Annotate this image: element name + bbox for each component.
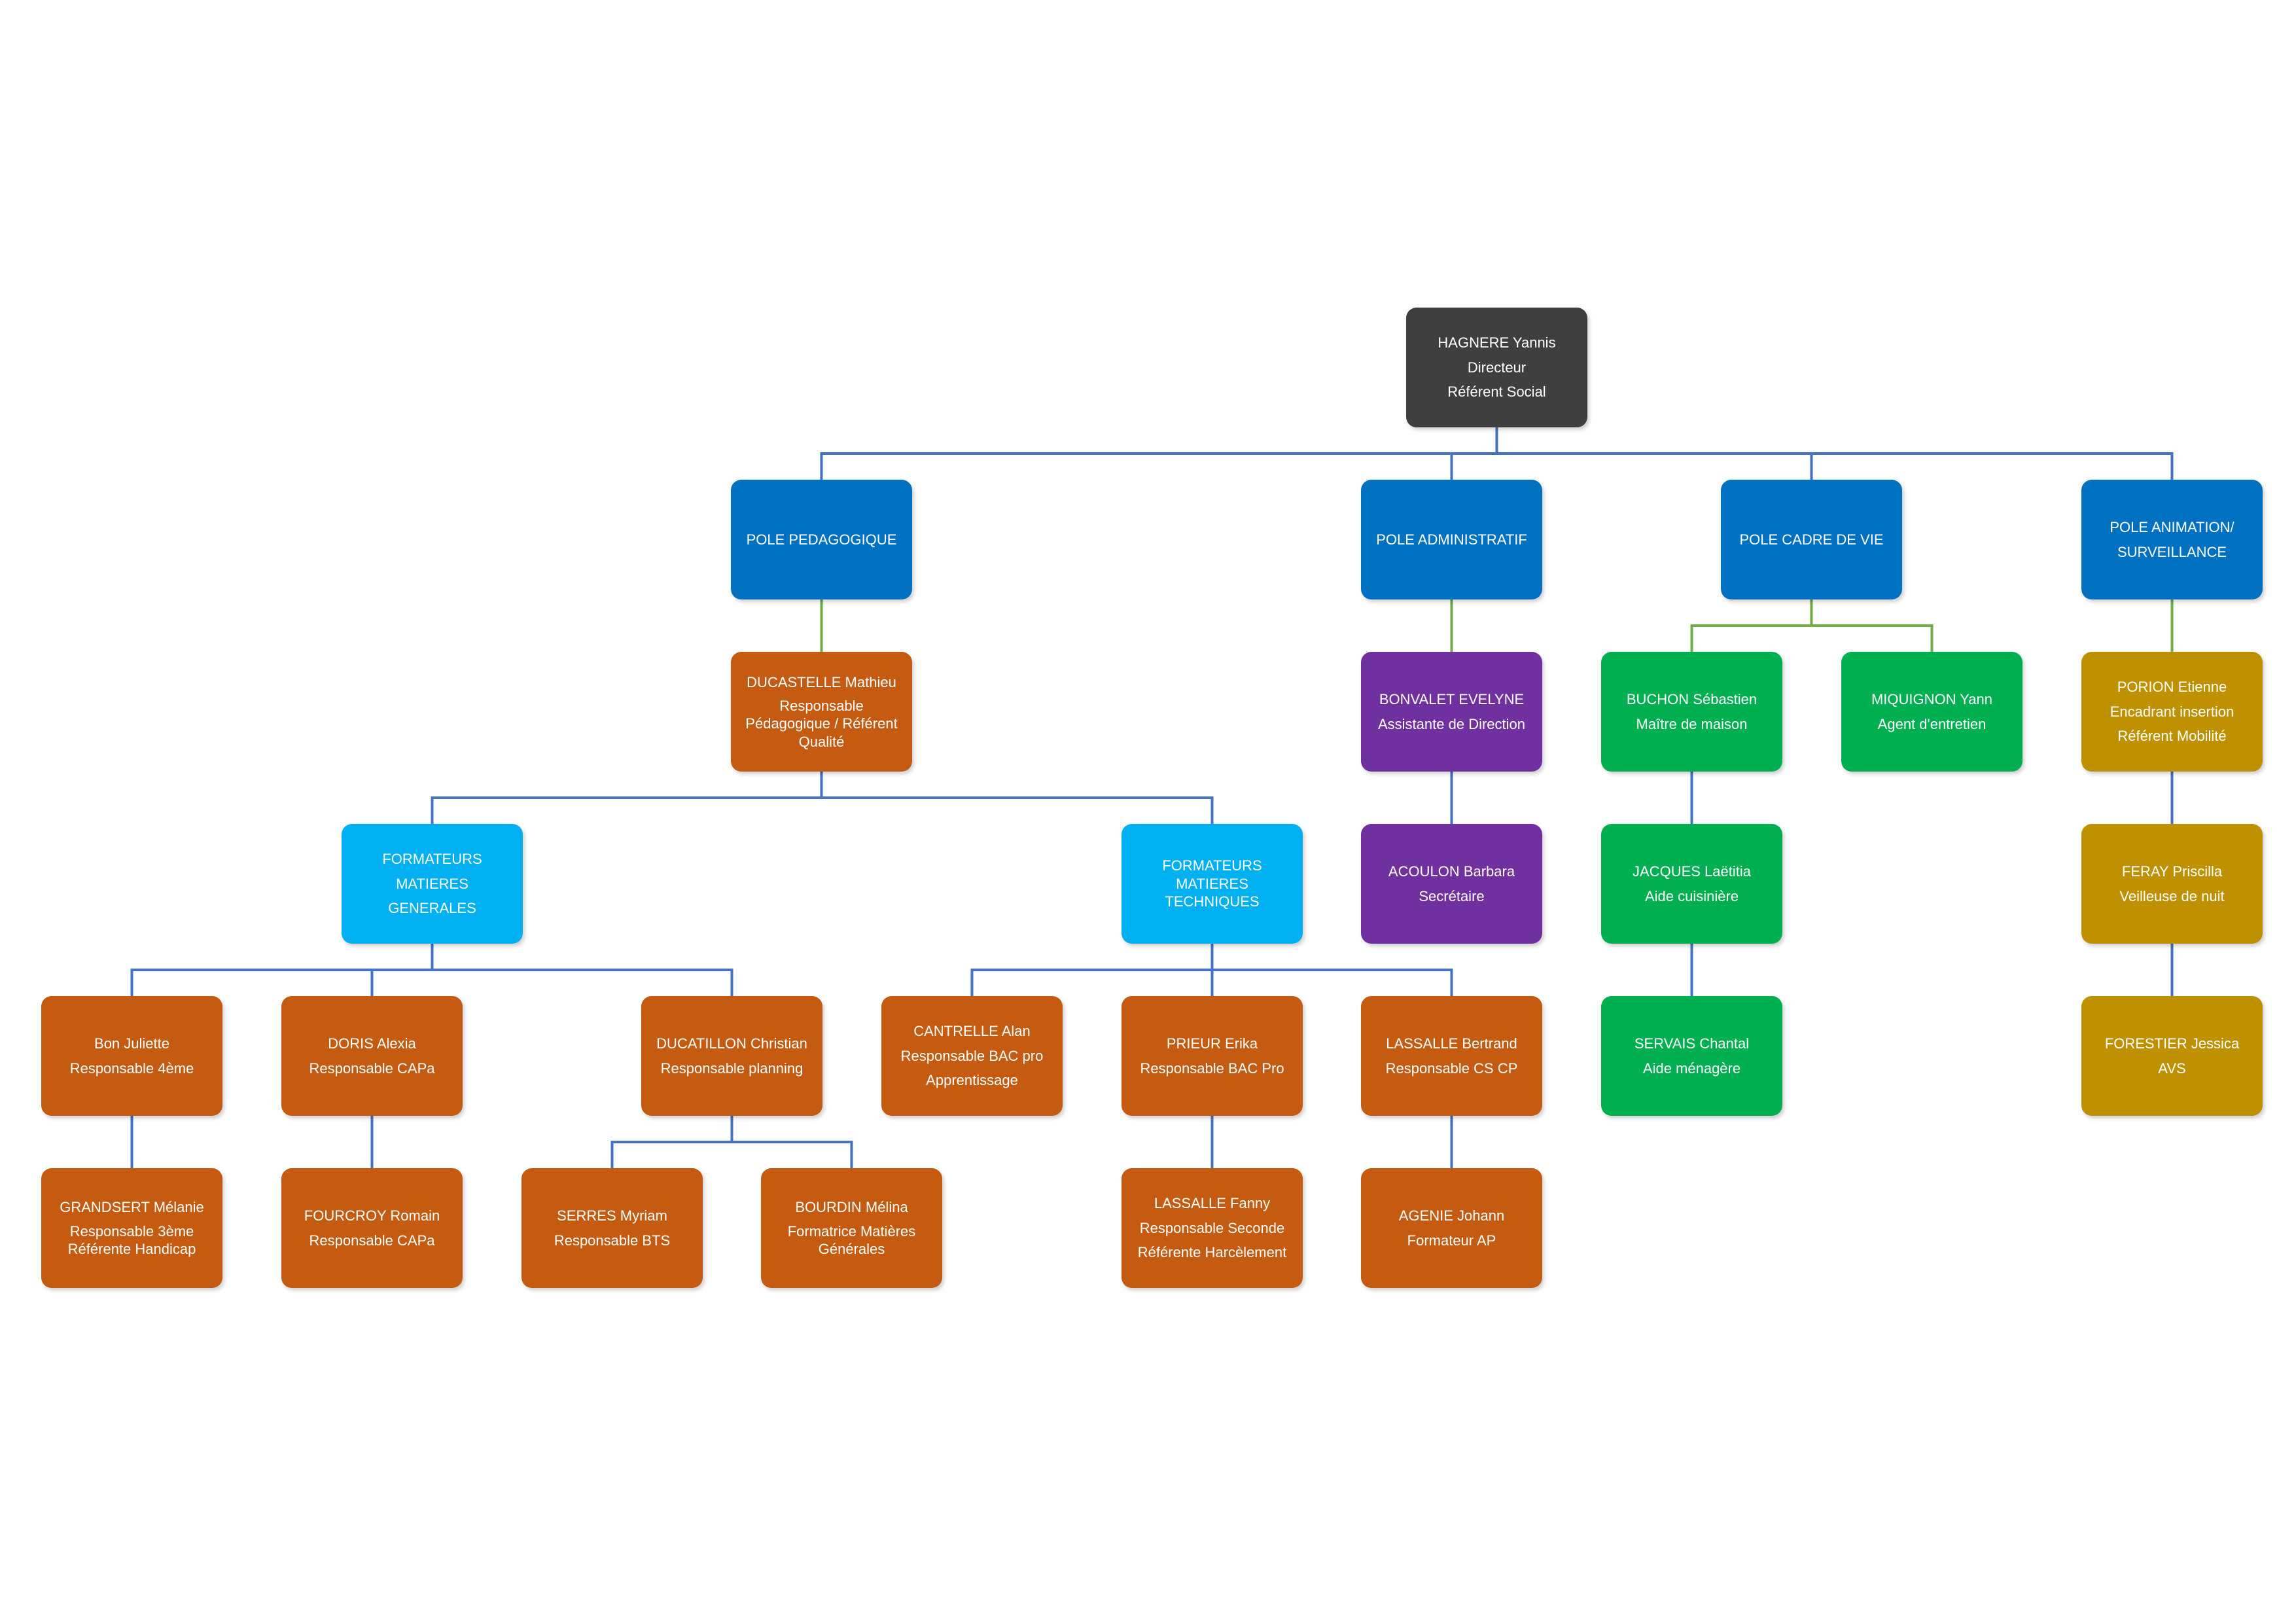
node-role: Apprentissage bbox=[926, 1072, 1018, 1089]
node-role: GENERALES bbox=[388, 900, 476, 917]
node-name: SERVAIS Chantal bbox=[1634, 1035, 1750, 1052]
node-name: ACOULON Barbara bbox=[1388, 863, 1515, 880]
org-box-pole-animation: POLE ANIMATION/SURVEILLANCE bbox=[2081, 480, 2263, 599]
org-box-pole-administratif: POLE ADMINISTRATIF bbox=[1361, 480, 1542, 599]
node-name: Bon Juliette bbox=[94, 1035, 169, 1052]
node-role: Responsable BAC pro bbox=[900, 1047, 1044, 1064]
node-role: SURVEILLANCE bbox=[2117, 543, 2227, 560]
node-name: PORION Etienne bbox=[2117, 679, 2227, 696]
node-role: Responsable CAPa bbox=[309, 1232, 435, 1249]
node-name: DUCASTELLE Mathieu bbox=[747, 673, 896, 690]
node-role: Responsable planning bbox=[660, 1060, 804, 1077]
node-name: POLE CADRE DE VIE bbox=[1739, 531, 1884, 548]
org-box-formateurs-generales: FORMATEURS MATIERES GENERALES bbox=[342, 824, 523, 944]
node-name: FORMATEURS MATIERES TECHNIQUES bbox=[1162, 857, 1262, 910]
node-name: BUCHON Sébastien bbox=[1626, 691, 1757, 708]
node-role: Référent Mobilité bbox=[2117, 728, 2227, 745]
node-role: Responsable Pédagogique / Référent Quali… bbox=[745, 697, 898, 750]
node-role: Responsable BTS bbox=[554, 1232, 671, 1249]
node-name: CANTRELLE Alan bbox=[913, 1023, 1031, 1040]
node-name: BOURDIN Mélina bbox=[795, 1199, 908, 1216]
node-role: Responsable 4ème bbox=[69, 1060, 194, 1077]
node-name: AGENIE Johann bbox=[1398, 1207, 1505, 1224]
node-name: FORESTIER Jessica bbox=[2104, 1035, 2240, 1052]
org-box-pole-cadre-de-vie: POLE CADRE DE VIE bbox=[1721, 480, 1902, 599]
node-name: PRIEUR Erika bbox=[1166, 1035, 1258, 1052]
org-box-formateurs-techniques: FORMATEURS MATIERES TECHNIQUES bbox=[1122, 824, 1303, 944]
node-name: JACQUES Laëtitia bbox=[1633, 863, 1751, 880]
node-role: Encadrant insertion bbox=[2110, 703, 2234, 720]
node-role: Responsable CS CP bbox=[1385, 1060, 1518, 1077]
org-box-pole-pedagogique: POLE PEDAGOGIQUE bbox=[731, 480, 912, 599]
node-name: LASSALLE Fanny bbox=[1154, 1195, 1271, 1212]
node-name: POLE ADMINISTRATIF bbox=[1376, 531, 1527, 548]
node-name: POLE ANIMATION/ bbox=[2110, 519, 2234, 536]
node-role: Référente Harcèlement bbox=[1137, 1244, 1287, 1261]
node-role: Assistante de Direction bbox=[1378, 715, 1525, 732]
node-role: Aide cuisinière bbox=[1644, 887, 1739, 904]
node-role: Secrétaire bbox=[1419, 887, 1485, 904]
node-role: Veilleuse de nuit bbox=[2119, 887, 2225, 904]
node-role: Responsable Seconde bbox=[1139, 1219, 1285, 1236]
node-role: Formateur AP bbox=[1407, 1232, 1496, 1249]
node-role: Maître de maison bbox=[1636, 715, 1748, 732]
node-role: Responsable 3ème Référente Handicap bbox=[67, 1222, 196, 1258]
node-role: Directeur bbox=[1467, 359, 1527, 376]
node-name: LASSALLE Bertrand bbox=[1386, 1035, 1517, 1052]
org-box-bonvalet: BONVALET EVELYNE Assistante de Direction bbox=[1361, 652, 1542, 772]
node-name: FERAY Priscilla bbox=[2121, 863, 2223, 880]
node-role: MATIERES bbox=[396, 875, 468, 892]
node-name: SERRES Myriam bbox=[557, 1207, 667, 1224]
node-name: HAGNERE Yannis bbox=[1438, 334, 1556, 351]
node-role: AVS bbox=[2158, 1060, 2186, 1077]
node-role: Responsable BAC Pro bbox=[1140, 1060, 1284, 1077]
node-role: Responsable CAPa bbox=[309, 1060, 435, 1077]
node-name: POLE PEDAGOGIQUE bbox=[746, 531, 897, 548]
node-name: FOURCROY Romain bbox=[304, 1207, 440, 1224]
node-role: Aide ménagère bbox=[1642, 1060, 1741, 1077]
node-name: BONVALET EVELYNE bbox=[1379, 691, 1525, 708]
node-role: Formatrice Matières Générales bbox=[787, 1222, 916, 1258]
node-name: GRANDSERT Mélanie bbox=[60, 1199, 204, 1216]
node-name: FORMATEURS bbox=[382, 851, 482, 868]
node-name: MIQUIGNON Yann bbox=[1871, 691, 1992, 708]
node-name: DUCATILLON Christian bbox=[656, 1035, 807, 1052]
node-role: Agent d'entretien bbox=[1877, 715, 1987, 732]
node-role: Référent Social bbox=[1447, 383, 1546, 401]
node-name: DORIS Alexia bbox=[328, 1035, 416, 1052]
